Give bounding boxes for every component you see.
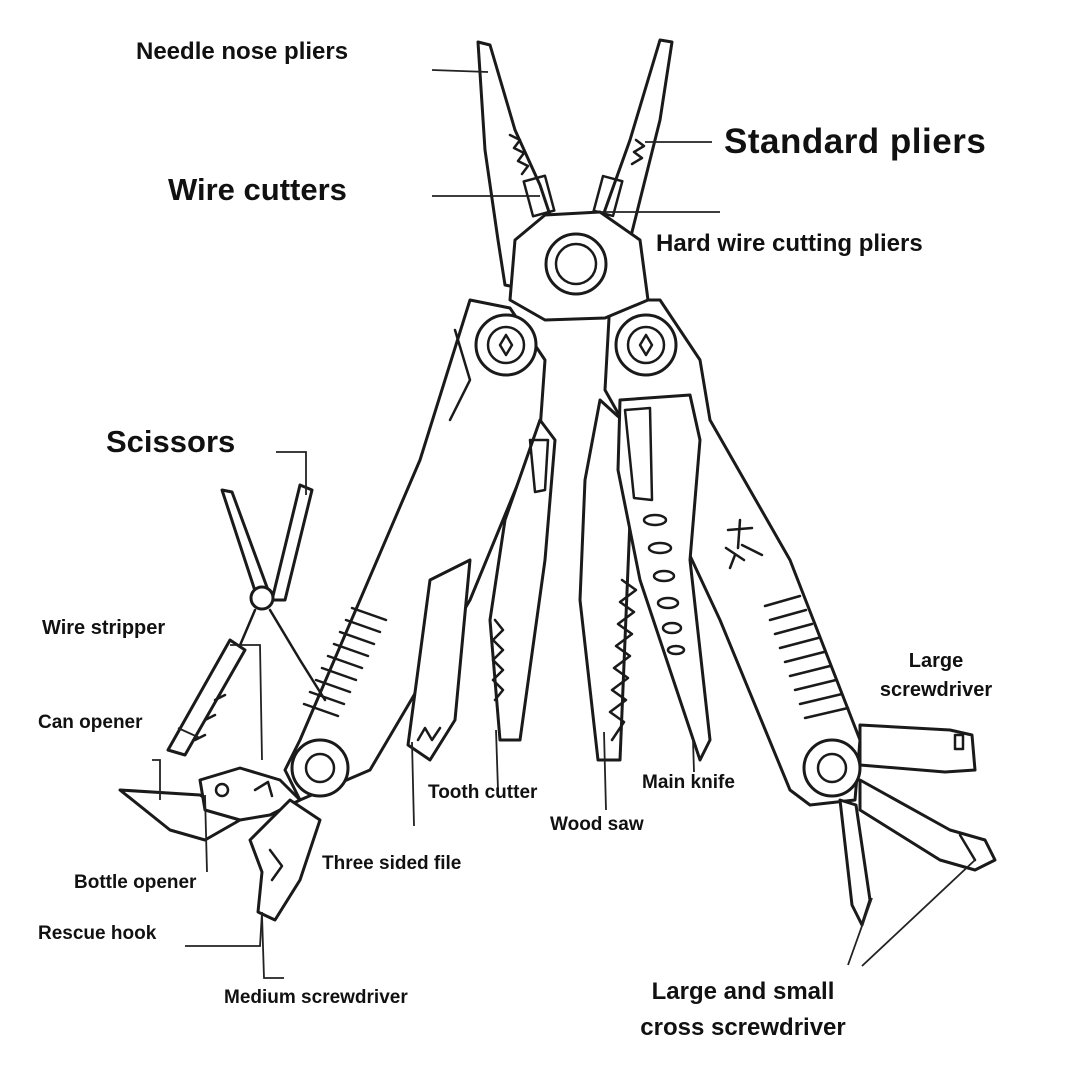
label-medium-screwdriver: Medium screwdriver — [224, 987, 408, 1008]
label-large-screwdriver: Large screwdriver — [856, 650, 1016, 702]
knife-slots — [642, 513, 686, 656]
brand-logo-icon — [724, 518, 764, 570]
wire-stripper-tool — [166, 638, 247, 757]
label-can-opener: Can opener — [38, 712, 143, 733]
label-scissors: Scissors — [106, 424, 236, 459]
bottle-opener-tool — [198, 766, 302, 822]
cross-screwdriver-bits — [838, 778, 997, 927]
label-tooth-cutter: Tooth cutter — [428, 782, 538, 803]
left-grip-ridges — [302, 606, 388, 718]
label-wood-saw: Wood saw — [550, 814, 644, 835]
rescue-hook-tool — [248, 798, 322, 922]
label-cross-screwdriver: Large and small cross screwdriver — [598, 978, 888, 1041]
label-large-screwdriver-line2: screwdriver — [879, 679, 993, 701]
label-cross-screwdriver-line1: Large and small — [651, 978, 835, 1005]
scissors — [220, 483, 327, 702]
pliers-jaws — [476, 38, 674, 322]
label-wire-stripper: Wire stripper — [42, 617, 166, 639]
large-screwdriver-bit — [858, 723, 977, 774]
label-needle-nose-pliers: Needle nose pliers — [136, 38, 349, 65]
label-wire-cutters: Wire cutters — [168, 172, 347, 207]
right-grip-ridges — [763, 594, 850, 720]
label-three-sided-file: Three sided file — [322, 853, 462, 874]
label-main-knife: Main knife — [642, 772, 735, 793]
label-cross-screwdriver-line2: cross screwdriver — [640, 1013, 846, 1041]
leader-lines — [152, 69, 976, 979]
tooth-cutter-blade — [488, 418, 557, 742]
three-sided-file-blade — [406, 558, 472, 762]
label-bottle-opener: Bottle opener — [74, 872, 197, 893]
main-knife-blade — [616, 393, 712, 762]
label-rescue-hook: Rescue hook — [38, 923, 157, 944]
handle-pivot-bolts — [290, 313, 862, 798]
label-large-screwdriver-line1: Large — [908, 650, 964, 672]
label-hard-wire-cutting-pliers: Hard wire cutting pliers — [656, 230, 923, 257]
label-standard-pliers: Standard pliers — [724, 122, 987, 161]
